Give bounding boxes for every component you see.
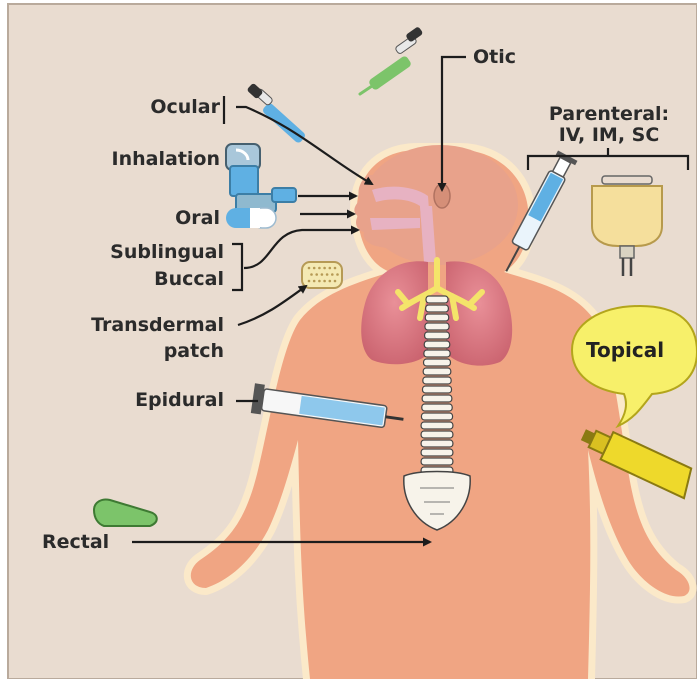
vertebra [422, 395, 452, 402]
patch-texture-dot [329, 267, 332, 270]
oral-label: Oral [100, 207, 220, 229]
rectal-label: Rectal [42, 531, 109, 553]
patch-texture-dot [310, 273, 313, 276]
vertebra [424, 359, 451, 366]
vertebra [423, 386, 452, 393]
patch-texture-dot [313, 267, 316, 270]
vertebra [423, 368, 451, 375]
transdermal-label-line1: Transdermal [16, 314, 224, 336]
vertebra [425, 332, 450, 339]
patch-texture-dot [326, 273, 329, 276]
vertebra [426, 296, 448, 303]
patch-texture-dot [315, 273, 318, 276]
buccal-label: Buccal [28, 268, 224, 290]
vertebra [421, 440, 453, 447]
vertebra [423, 377, 451, 384]
patch-texture-dot [334, 267, 337, 270]
patch-texture-dot [331, 273, 334, 276]
ocular-label: Ocular [100, 96, 220, 118]
otic-label: Otic [473, 46, 516, 68]
vertebra [426, 305, 449, 312]
patch-texture-dot [318, 267, 321, 270]
vertebra [424, 350, 450, 357]
parenteral-label-line1: Parenteral: [524, 103, 694, 125]
transdermal-patch-icon [302, 262, 342, 288]
topical-label: Topical [586, 339, 664, 361]
patch-texture-dot [336, 273, 339, 276]
patch-texture-dot [323, 267, 326, 270]
inhalation-label: Inhalation [40, 148, 220, 170]
vertebra [425, 323, 449, 330]
vertebra [421, 449, 453, 456]
patch-texture-dot [308, 280, 311, 283]
vertebra [421, 431, 453, 438]
vertebra [421, 413, 452, 420]
patch-texture-dot [329, 280, 332, 283]
patch-texture-dot [313, 280, 316, 283]
transdermal-label-line2: patch [16, 340, 224, 362]
patch-texture-dot [318, 280, 321, 283]
vertebra [425, 314, 448, 321]
epidural-label: Epidural [40, 389, 224, 411]
patch-texture-dot [323, 280, 326, 283]
oral-capsule-icon [226, 208, 276, 228]
vertebra [422, 404, 452, 411]
patch-texture-dot [334, 280, 337, 283]
vertebra [421, 422, 453, 429]
sublingual-label: Sublingual [28, 241, 224, 263]
vertebra [424, 341, 450, 348]
vertebra [421, 458, 453, 465]
patch-texture-dot [321, 273, 324, 276]
parenteral-label-line2: IV, IM, SC [524, 124, 694, 146]
patch-texture-dot [308, 267, 311, 270]
